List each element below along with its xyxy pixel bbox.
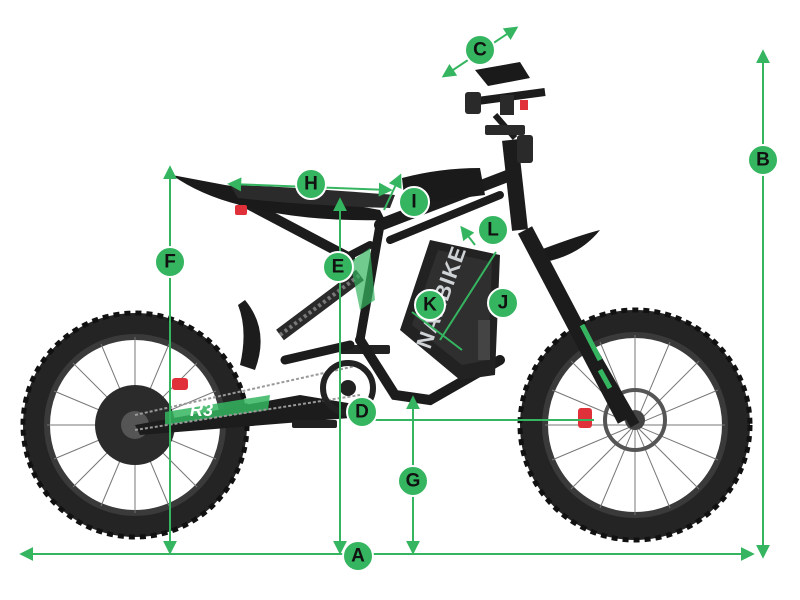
- badge-l-label: L: [487, 220, 499, 241]
- badge-c: C: [464, 34, 496, 66]
- badge-i-label: I: [411, 192, 416, 213]
- badge-e: E: [322, 251, 354, 283]
- badge-j: J: [487, 287, 519, 319]
- badge-f-label: F: [164, 252, 176, 273]
- badge-l: L: [477, 214, 509, 246]
- badge-f-circle: [154, 246, 186, 278]
- badge-c-circle: [464, 34, 496, 66]
- badge-h: H: [295, 168, 327, 200]
- rear-shock: [276, 269, 364, 341]
- model-badge: R3: [190, 400, 213, 420]
- badge-b-circle: [747, 144, 779, 176]
- badge-a-circle: [342, 540, 374, 572]
- badge-c-label: C: [473, 40, 487, 61]
- badge-d-circle: [346, 396, 378, 428]
- badge-h-label: H: [304, 174, 318, 195]
- badge-e-label: E: [332, 257, 345, 278]
- badge-i: I: [398, 186, 430, 218]
- badge-k: K: [414, 289, 446, 321]
- badge-i-circle: [398, 186, 430, 218]
- badge-l-circle: [477, 214, 509, 246]
- badge-d-label: D: [355, 402, 369, 423]
- badge-g-label: G: [406, 471, 421, 492]
- badge-e-circle: [322, 251, 354, 283]
- handlebar: [465, 62, 546, 140]
- badge-h-circle: [295, 168, 327, 200]
- dimension-line-l: [460, 225, 476, 246]
- badge-b-label: B: [756, 150, 770, 171]
- badge-a: A: [342, 540, 374, 572]
- dimension-line-j: [439, 251, 497, 341]
- badge-g: G: [397, 465, 429, 497]
- bike-illustration: R3: [20, 62, 753, 543]
- badge-d: D: [346, 396, 378, 428]
- badge-b: B: [747, 144, 779, 176]
- dimension-line-i: [383, 173, 402, 211]
- badge-k-circle: [414, 289, 446, 321]
- front-fork: [502, 139, 640, 428]
- badge-k-label: K: [423, 295, 437, 316]
- badge-f: F: [154, 246, 186, 278]
- dimension-line-k: [411, 311, 463, 351]
- badge-a-label: A: [351, 546, 365, 567]
- badge-j-circle: [487, 287, 519, 319]
- badge-g-circle: [397, 465, 429, 497]
- badge-j-label: J: [498, 293, 509, 314]
